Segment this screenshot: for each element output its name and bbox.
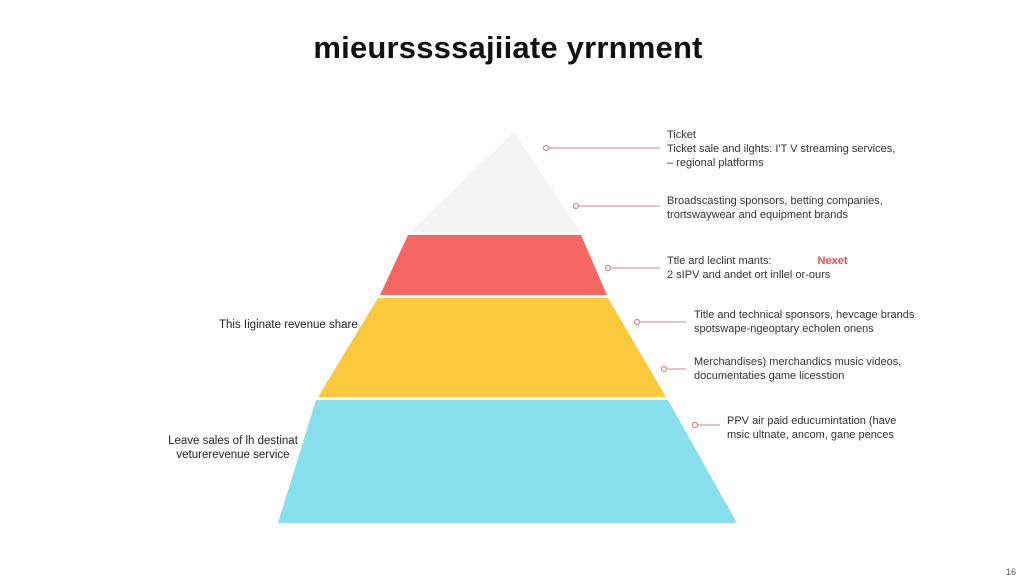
side-label-blue: Leave sales of lh destinat veturerevenue… — [158, 434, 308, 462]
annotation-line: – regional platforms — [667, 157, 764, 169]
annotation-ticket: Ticket Ticket sale and ilghts: I'T V str… — [667, 128, 895, 170]
page-title: mieurssssajiiate yrrnment — [313, 30, 703, 65]
page-number: 16 — [1005, 567, 1016, 577]
annotation-ppv: PPV air paid educumintation (have msic u… — [727, 414, 896, 442]
connector-4 — [633, 318, 686, 326]
annotation-title-mants: Ttle ard leclint mants: Nexet 2 sIPV and … — [667, 254, 848, 282]
pyramid-tier-red — [380, 235, 607, 295]
connector-3 — [604, 264, 660, 272]
annotation-line: Ticket sale and ilghts: I'T V streaming … — [667, 143, 896, 155]
side-label-line: veturerevenue service — [176, 449, 290, 461]
side-label-yellow: This Iiginate revenue share — [219, 319, 358, 331]
annotation-line: documentaties game licesstion — [694, 370, 845, 382]
connector-1 — [542, 144, 660, 152]
annotation-technical-sponsors: Title and technical sponsors, hevcage br… — [694, 308, 914, 336]
annotation-line: Title and technical sponsors, hevcage br… — [694, 309, 915, 321]
next-label: Nexet — [817, 255, 848, 267]
annotation-line: Merchandises) merchandics music videos, — [694, 356, 902, 368]
annotation-broadcasting: Broadscasting sponsors, betting companie… — [667, 194, 883, 222]
annotation-line: 2 sIPV and andet ort inllel or-ours — [667, 269, 831, 281]
annotation-line: Broadscasting sponsors, betting companie… — [667, 195, 883, 207]
annotation-line: trortswaywear and equipment brands — [667, 209, 848, 221]
annotation-line-text: Ttle ard leclint mants: — [667, 255, 772, 267]
pyramid-tier-top — [410, 132, 580, 232]
annotation-merchandise: Merchandises) merchandics music videos, … — [694, 355, 901, 383]
annotation-line: Ticket — [667, 129, 696, 141]
annotation-line: Ttle ard leclint mants: Nexet — [667, 254, 848, 268]
side-label-line: Leave sales of lh destinat — [168, 435, 298, 447]
connector-2 — [572, 202, 660, 210]
annotation-line: spotswape-ngeoptary echolen onens — [694, 323, 874, 335]
annotation-line: msic ultnate, ancom, gane pences — [727, 429, 894, 441]
annotation-line: PPV air paid educumintation (have — [727, 415, 897, 427]
pyramid-tier-blue — [278, 400, 737, 523]
pyramid-tier-yellow — [318, 298, 666, 397]
connector-5 — [660, 365, 686, 373]
connector-6 — [691, 421, 720, 429]
